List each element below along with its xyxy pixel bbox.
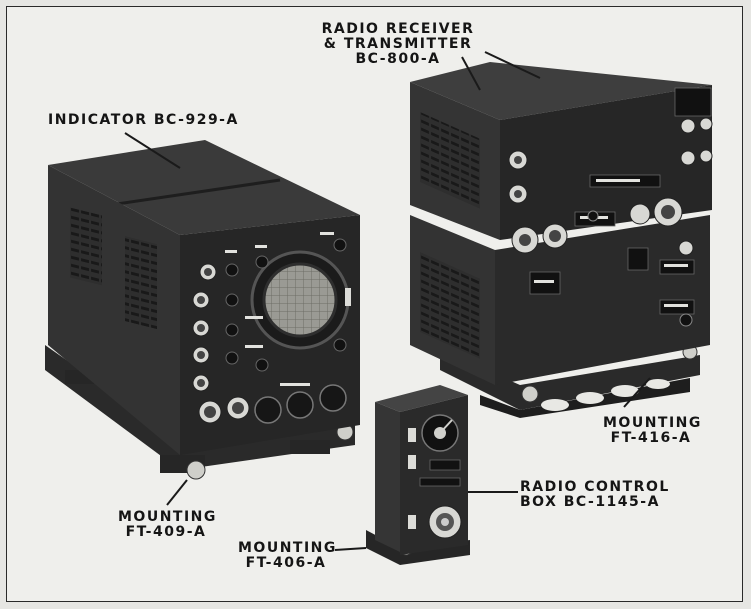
mount-406-label-line2: FT-406-A [245, 555, 327, 571]
radio-rt-label-line1: RADIO RECEIVER [321, 21, 475, 37]
mount-416-label-line1: MOUNTING [603, 415, 702, 431]
indicator-label-text: INDICATOR BC-929-A [48, 112, 239, 128]
mount-406-label: MOUNTING FT-406-A [238, 540, 337, 571]
mount-409-label-line1: MOUNTING [118, 509, 217, 525]
radio-rt-label-line2: & TRANSMITTER [323, 36, 473, 52]
indicator-unit [45, 140, 360, 480]
mount-409-label: MOUNTING FT-409-A [118, 509, 217, 540]
radio-rt-label: RADIO RECEIVER & TRANSMITTER BC-800-A [318, 22, 478, 67]
radio-rt-label-line3: BC-800-A [355, 51, 441, 67]
leader-lines [124, 51, 651, 551]
indicator-label: INDICATOR BC-929-A [48, 113, 239, 128]
radio-receiver-transmitter-unit [410, 62, 713, 418]
control-box-label: RADIO CONTROL BOX BC-1145-A [520, 480, 670, 510]
mount-409-label-line2: FT-409-A [125, 524, 207, 540]
mount-416-label-line2: FT-416-A [610, 430, 692, 446]
mount-416-label: MOUNTING FT-416-A [603, 415, 702, 446]
mount-406-label-line1: MOUNTING [238, 540, 337, 556]
control-box-label-line2: BOX BC-1145-A [520, 494, 660, 510]
control-box-label-line1: RADIO CONTROL [520, 479, 670, 495]
radio-control-box-unit [366, 385, 470, 565]
